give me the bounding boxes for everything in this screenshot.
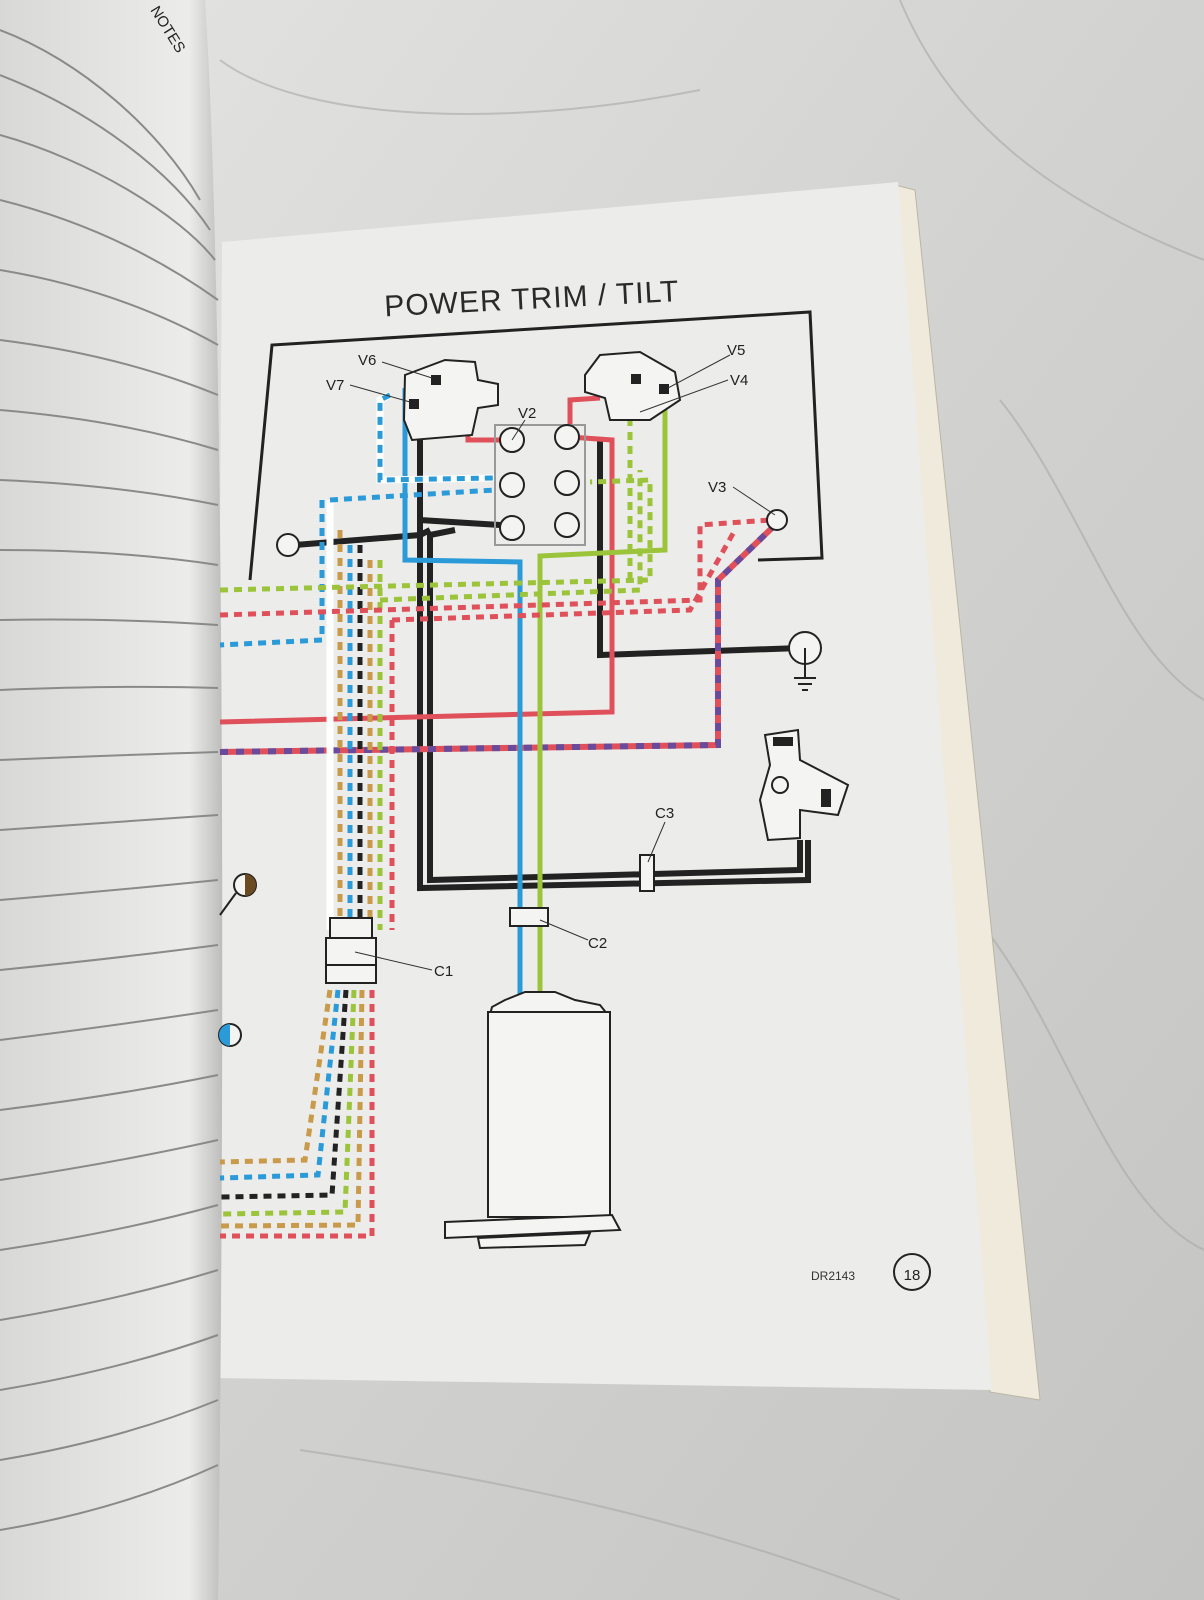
label-c3: C3 [655, 805, 674, 822]
page-number-circle [893, 1253, 931, 1291]
wire-red-main [219, 395, 615, 725]
terminal-block [494, 424, 586, 546]
clamp-c2 [509, 907, 549, 927]
left-page [0, 0, 223, 1600]
clamp-c3 [639, 854, 655, 892]
control-box-outline [248, 310, 824, 581]
wiring [219, 382, 811, 1239]
label-v5: V5 [727, 342, 745, 359]
terminal-v3 [766, 509, 788, 531]
label-v6: V6 [358, 352, 376, 369]
relay-connector-left [402, 358, 499, 442]
page-number: 18 [904, 1267, 921, 1284]
wire-green [537, 395, 668, 1000]
trim-motor [444, 991, 622, 1250]
trim-sender [758, 728, 850, 842]
label-v7: V7 [326, 377, 344, 394]
label-v3: V3 [708, 479, 726, 496]
label-c1: C1 [434, 963, 453, 980]
wire-harness-lower [219, 989, 375, 1239]
drawing-number: DR2143 [811, 1269, 855, 1283]
ground-symbol [788, 631, 822, 691]
terminal-left [276, 533, 300, 557]
right-page [214, 182, 992, 1390]
wire-harness [219, 391, 771, 930]
connector-c1 [325, 917, 377, 984]
label-v2: V2 [518, 405, 536, 422]
relay-connector-right [584, 350, 682, 421]
label-c2: C2 [588, 935, 607, 952]
left-page-ruled-lines [0, 29, 219, 1531]
marble-veins [219, 0, 1204, 1600]
leader-lines [349, 354, 776, 971]
label-v4: V4 [730, 372, 748, 389]
